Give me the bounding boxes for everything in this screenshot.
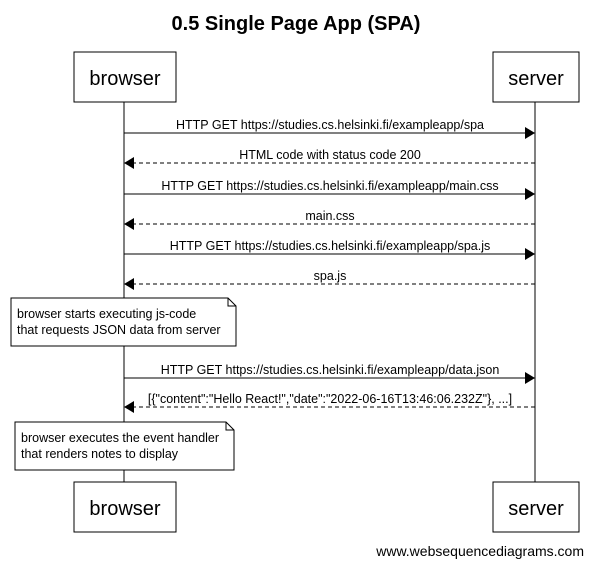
actor-server-top: server — [492, 51, 580, 103]
actor-browser-top: browser — [73, 51, 177, 103]
message-6: spa.js — [124, 269, 535, 290]
note-1-line-1: browser starts executing js-code — [17, 307, 196, 321]
actor-server-bottom: server — [492, 481, 580, 533]
message-8-label: [{"content":"Hello React!","date":"2022-… — [148, 392, 512, 406]
message-2-label: HTML code with status code 200 — [239, 148, 421, 162]
note-1-line-2: that requests JSON data from server — [17, 323, 221, 337]
message-6-label: spa.js — [314, 269, 347, 283]
message-7-label: HTTP GET https://studies.cs.helsinki.fi/… — [161, 363, 500, 377]
note-2: browser executes the event handler that … — [14, 421, 235, 471]
diagram-title: 0.5 Single Page App (SPA) — [172, 13, 421, 35]
message-4-label: main.css — [305, 209, 354, 223]
note-2-line-1: browser executes the event handler — [21, 431, 219, 445]
message-5: HTTP GET https://studies.cs.helsinki.fi/… — [124, 239, 535, 260]
actor-browser-bottom-label: browser — [89, 498, 160, 520]
note-2-line-2: that renders notes to display — [21, 447, 179, 461]
actor-browser-top-label: browser — [89, 68, 160, 90]
message-1-label: HTTP GET https://studies.cs.helsinki.fi/… — [176, 118, 484, 132]
actor-server-bottom-label: server — [508, 498, 564, 520]
footer-watermark: www.websequencediagrams.com — [375, 543, 584, 559]
note-1: browser starts executing js-code that re… — [10, 297, 237, 347]
message-3-label: HTTP GET https://studies.cs.helsinki.fi/… — [161, 179, 498, 193]
actor-browser-bottom: browser — [73, 481, 177, 533]
message-8: [{"content":"Hello React!","date":"2022-… — [124, 392, 535, 413]
message-7: HTTP GET https://studies.cs.helsinki.fi/… — [124, 363, 535, 384]
actor-server-top-label: server — [508, 68, 564, 90]
message-4: main.css — [124, 209, 535, 230]
message-1: HTTP GET https://studies.cs.helsinki.fi/… — [124, 118, 535, 139]
message-3: HTTP GET https://studies.cs.helsinki.fi/… — [124, 179, 535, 200]
message-5-label: HTTP GET https://studies.cs.helsinki.fi/… — [170, 239, 491, 253]
message-2: HTML code with status code 200 — [124, 148, 535, 169]
